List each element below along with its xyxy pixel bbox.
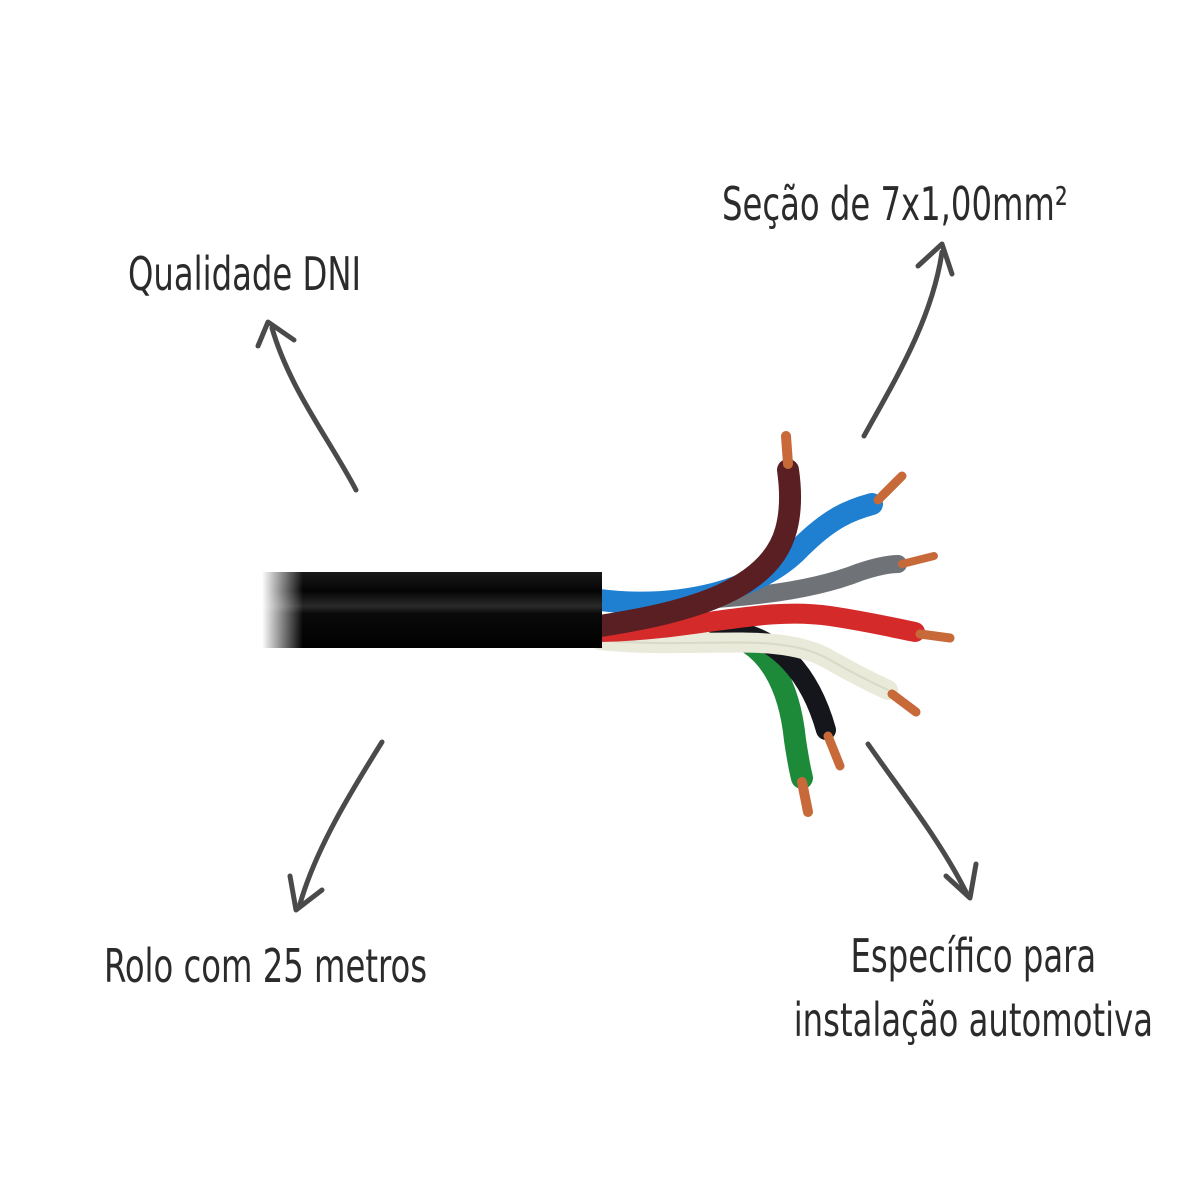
section-label: Seção de 7x1,00mm²: [722, 177, 1068, 231]
usage-label-line1: Específico para: [850, 929, 1097, 983]
arrow-icon: [861, 241, 955, 439]
arrow-icon: [255, 319, 359, 493]
cable-jacket: [262, 572, 602, 648]
quality-label: Qualidade DNI: [128, 247, 362, 301]
arrow-icon: [287, 739, 385, 913]
usage-label: Específico para instalação automotiva: [776, 924, 1171, 1052]
cable-wires: [589, 431, 955, 817]
arrow-icon: [865, 741, 979, 901]
roll-length-label: Rolo com 25 metros: [104, 939, 428, 993]
usage-label-line2: instalação automotiva: [793, 993, 1153, 1047]
